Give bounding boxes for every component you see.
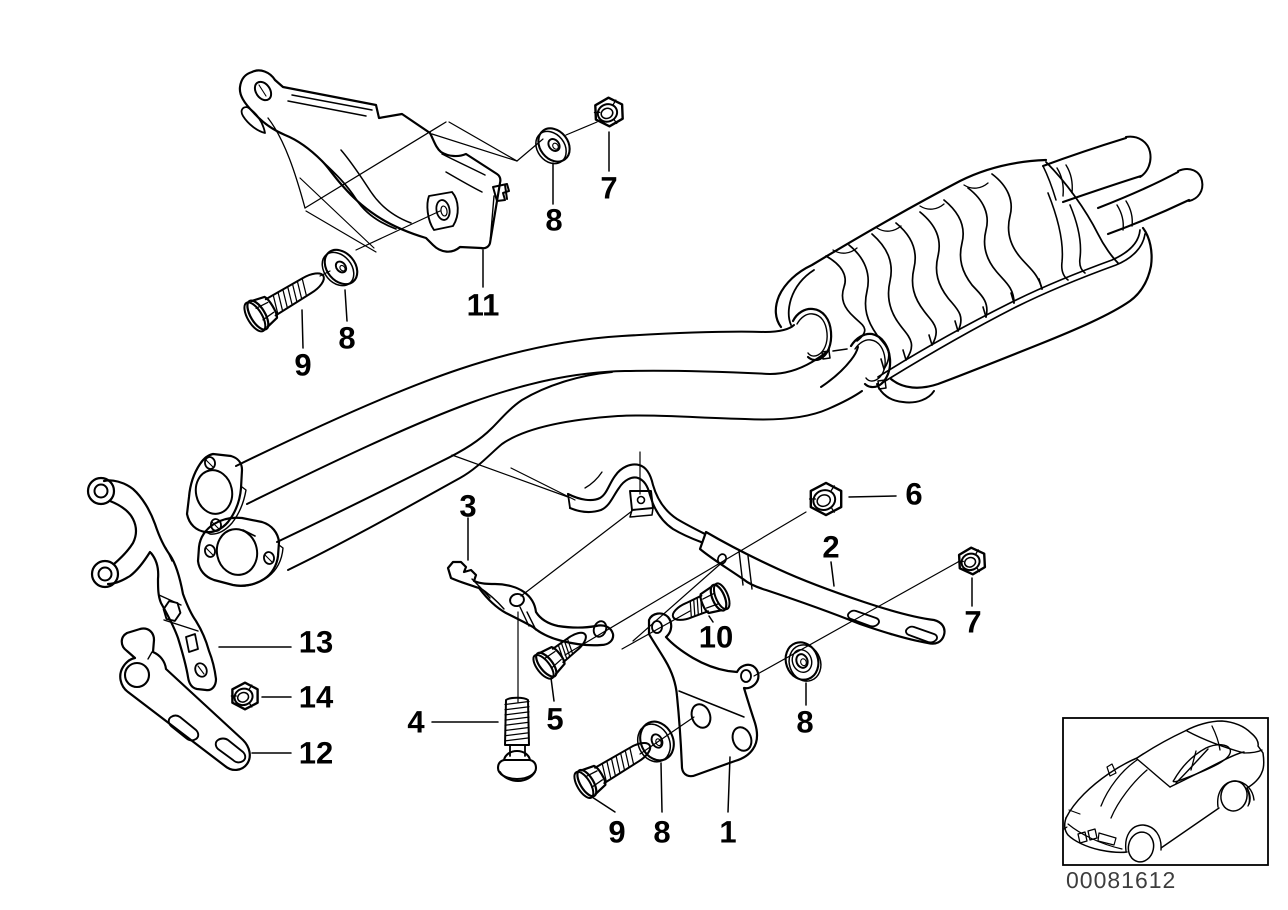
svg-text:8: 8 xyxy=(545,202,562,237)
svg-text:1: 1 xyxy=(719,814,736,849)
svg-text:13: 13 xyxy=(299,624,334,659)
svg-text:7: 7 xyxy=(600,170,617,205)
svg-text:5: 5 xyxy=(546,701,563,736)
svg-text:7: 7 xyxy=(964,604,981,639)
svg-text:9: 9 xyxy=(608,814,625,849)
svg-text:8: 8 xyxy=(338,320,355,355)
svg-text:4: 4 xyxy=(407,704,425,739)
svg-text:8: 8 xyxy=(653,814,670,849)
svg-text:14: 14 xyxy=(299,679,334,714)
svg-text:12: 12 xyxy=(299,735,334,770)
svg-text:6: 6 xyxy=(905,476,922,511)
svg-text:8: 8 xyxy=(796,704,813,739)
svg-text:2: 2 xyxy=(822,529,839,564)
svg-text:10: 10 xyxy=(699,619,734,654)
svg-text:9: 9 xyxy=(294,347,311,382)
svg-text:3: 3 xyxy=(459,488,476,523)
svg-text:11: 11 xyxy=(467,287,500,322)
svg-text:00081612: 00081612 xyxy=(1066,867,1176,893)
